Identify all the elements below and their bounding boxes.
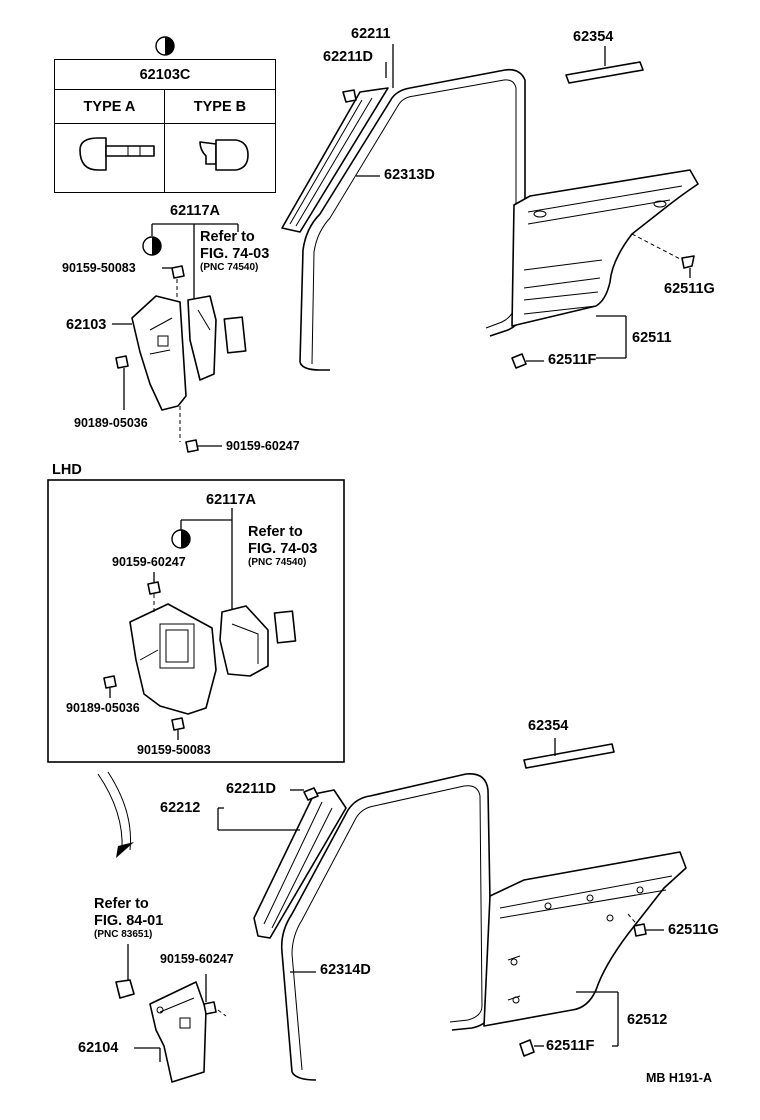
bottom-part-label-62354: 62354	[528, 718, 569, 734]
part-label-62117a: 62117A	[170, 203, 220, 219]
weatherstrip-62314d-bottom	[280, 773, 493, 1081]
part-label-62511: 62511	[632, 330, 672, 346]
pillar-garnish-62212-bottom	[253, 789, 347, 939]
lhd-refer-label: Refer to	[248, 524, 303, 540]
door-trim-62511-top	[511, 169, 699, 327]
pnc-label: (PNC 74540)	[200, 262, 259, 273]
bottom-part-label-62512: 62512	[627, 1012, 668, 1028]
clip-type-table: 62103C TYPE A TYPE B	[54, 59, 277, 193]
weatherstrip-62313d-top	[299, 68, 526, 371]
lhd-fig-label: FIG. 74-03	[248, 541, 318, 557]
lhd-part-label-90159-50083: 90159-50083	[137, 743, 211, 757]
kick-panel-lhd	[129, 603, 217, 715]
part-label-62313d: 62313D	[384, 167, 435, 183]
part-label-62103: 62103	[66, 317, 107, 333]
pillar-garnish-62211-top	[281, 87, 389, 233]
part-label-90159-50083: 90159-50083	[62, 261, 136, 275]
bottom-part-label-62211d: 62211D	[226, 781, 276, 797]
table-header: 62103C	[54, 59, 276, 90]
half-circle-symbol-icon	[155, 36, 175, 56]
half-circle-symbol-icon	[171, 529, 191, 549]
type-b-label: TYPE B	[163, 89, 277, 124]
bottom-pnc-label: (PNC 83651)	[94, 929, 153, 940]
bracket-62117a-lhd	[219, 605, 269, 677]
bottom-part-label-62314d: 62314D	[320, 962, 371, 978]
type-a-cell	[54, 123, 165, 193]
bottom-part-label-62104: 62104	[78, 1040, 119, 1056]
lhd-part-label-90189-05036: 90189-05036	[66, 701, 140, 715]
bracket-62117a-top	[187, 295, 217, 381]
part-label-62211: 62211	[351, 26, 391, 42]
kick-panel-62104-bottom	[149, 981, 207, 1083]
bottom-part-label-62511g: 62511G	[668, 922, 719, 938]
kick-panel-62103-top	[131, 295, 187, 411]
door-trim-62512-bottom	[483, 851, 687, 1027]
part-label-62354: 62354	[573, 29, 614, 45]
part-label-62511f: 62511F	[548, 352, 597, 368]
fig-label: FIG. 74-03	[200, 246, 270, 262]
bottom-part-label-62212: 62212	[160, 800, 201, 816]
type-a-label: TYPE A	[54, 89, 165, 124]
lhd-part-label-90159-60247: 90159-60247	[112, 555, 186, 569]
bottom-fig-label: FIG. 84-01	[94, 913, 164, 929]
part-label-62211d: 62211D	[323, 49, 373, 65]
part-label-90159-60247: 90159-60247	[226, 439, 300, 453]
half-circle-symbol-icon	[142, 236, 162, 256]
bottom-refer-label: Refer to	[94, 896, 149, 912]
refer-label: Refer to	[200, 229, 255, 245]
lhd-pnc-label: (PNC 74540)	[248, 557, 307, 568]
lhd-part-label-62117a: 62117A	[206, 492, 256, 508]
lhd-box	[47, 479, 345, 763]
bottom-part-label-90159-60247: 90159-60247	[160, 952, 234, 966]
direction-arrow-icon	[97, 773, 123, 851]
type-b-cell	[163, 123, 277, 193]
garnish-62354-bottom	[523, 743, 615, 769]
garnish-62354-top	[565, 61, 644, 84]
lhd-title: LHD	[52, 462, 82, 478]
part-label-90189-05036: 90189-05036	[74, 416, 148, 430]
figure-code: MB H191-A	[646, 1071, 712, 1085]
bottom-part-label-62511f: 62511F	[546, 1038, 595, 1054]
part-label-62511g: 62511G	[664, 281, 715, 297]
